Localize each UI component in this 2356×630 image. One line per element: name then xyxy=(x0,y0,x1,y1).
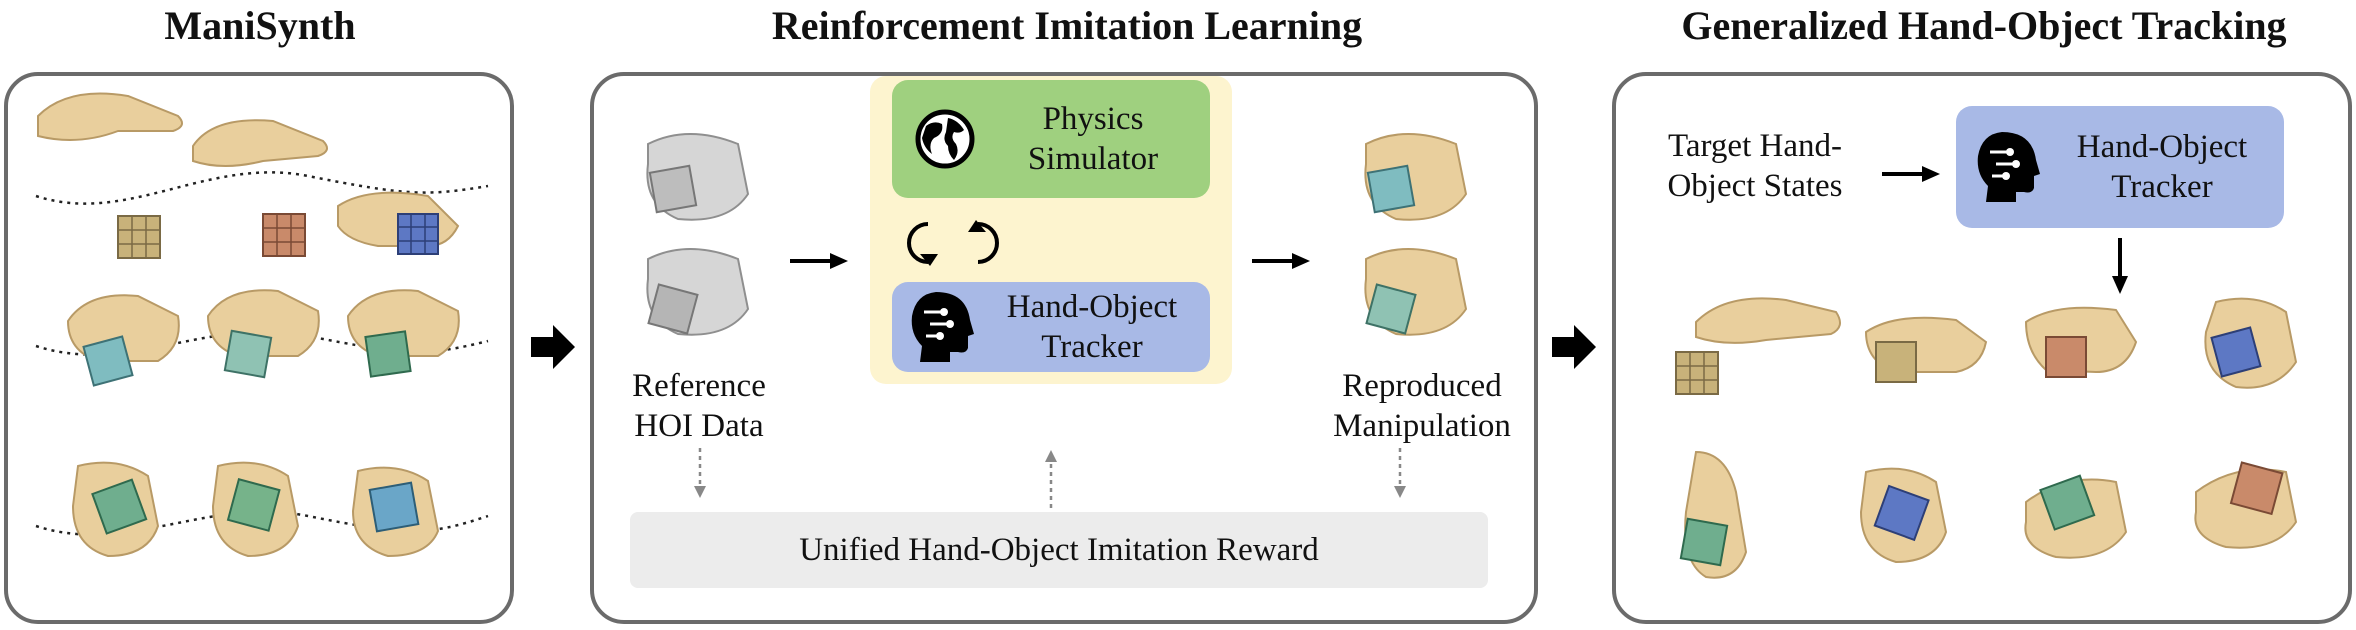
tracker-box: Hand-Object Tracker xyxy=(892,282,1210,372)
down-arrow-icon xyxy=(2112,238,2128,294)
tracker-right-line1: Hand-Object xyxy=(2076,129,2248,165)
hand-grasp-icon xyxy=(1364,248,1468,336)
reward-label: Unified Hand-Object Imitation Reward xyxy=(799,532,1319,568)
right-arrow-icon xyxy=(790,253,848,269)
brain-head-icon xyxy=(1977,132,2040,202)
target-line2: Object States xyxy=(1667,168,1843,204)
physics-simulator-box: Physics Simulator xyxy=(892,80,1210,198)
hand-grasp-icon xyxy=(1864,316,1988,383)
physics-simulator-text: Physics Simulator xyxy=(976,99,1210,179)
reference-label-line1: Reference xyxy=(632,368,766,404)
manisynth-panel xyxy=(4,72,514,624)
up-arrow-icon xyxy=(1045,450,1057,508)
reproduced-manipulation-label: Reproduced Manipulation xyxy=(1322,366,1522,446)
tracking-title: Generalized Hand-Object Tracking xyxy=(1681,3,2287,48)
tracker-line1: Hand-Object xyxy=(1006,289,1178,325)
right-arrow-icon xyxy=(1552,325,1596,369)
reference-hoi-images xyxy=(646,133,750,336)
hand-grasp-icon xyxy=(1364,133,1468,221)
simulator-line2: Simulator xyxy=(1027,141,1159,177)
ril-title: Reinforcement Imitation Learning xyxy=(771,3,1363,48)
reproduced-manipulation-images xyxy=(1364,133,1468,336)
ril-panel: Reference HOI Data Physics Simulator xyxy=(590,72,1538,624)
cube-icon xyxy=(117,215,161,259)
brain-head-icon xyxy=(911,292,974,362)
right-arrow-icon xyxy=(531,325,575,369)
simulator-line1: Physics xyxy=(1042,101,1144,137)
hand-icon xyxy=(192,119,328,167)
target-line1: Target Hand- xyxy=(1668,128,1842,164)
tracker-text: Hand-Object Tracker xyxy=(974,287,1210,367)
cycle-arrows-icon xyxy=(907,220,999,266)
hand-grasp-icon xyxy=(206,289,320,379)
tracker-box-right: Hand-Object Tracker xyxy=(1956,106,2284,228)
reward-connectors xyxy=(694,448,1406,508)
manisynth-title: ManiSynth xyxy=(164,3,356,48)
hand-grasp-icon xyxy=(346,289,460,378)
hand-grasp-icon xyxy=(2204,297,2298,389)
hand-grasp-icon xyxy=(646,133,750,221)
tracking-panel: Target Hand- Object States Hand-Object T… xyxy=(1612,72,2352,624)
hand-grasp-icon xyxy=(2024,306,2138,378)
cube-icon xyxy=(1675,351,1719,395)
hand-icon xyxy=(1695,297,1841,344)
right-arrow-icon xyxy=(1882,166,1940,182)
tracker-right-text: Hand-Object Tracker xyxy=(2040,127,2284,207)
hand-grasp-icon xyxy=(211,461,300,558)
down-arrow-icon xyxy=(1394,448,1406,498)
cube-icon xyxy=(397,213,439,255)
hand-grasp-icon xyxy=(66,294,180,387)
reference-hoi-label: Reference HOI Data xyxy=(604,366,794,446)
target-states-label: Target Hand- Object States xyxy=(1640,126,1870,206)
hand-icon xyxy=(37,92,183,141)
reproduced-label-line1: Reproduced xyxy=(1342,368,1502,404)
reward-bar: Unified Hand-Object Imitation Reward xyxy=(630,512,1488,588)
hand-grasp-icon xyxy=(1859,467,1948,564)
hand-grasp-icon xyxy=(2024,474,2128,559)
cube-icon xyxy=(262,213,306,257)
tracker-right-line2: Tracker xyxy=(2111,169,2213,205)
down-arrow-icon xyxy=(694,448,706,498)
manisynth-trajectories xyxy=(35,92,489,558)
hand-grasp-icon xyxy=(351,466,440,558)
right-arrow-icon xyxy=(1252,253,1310,269)
hand-grasp-icon xyxy=(1679,450,1748,579)
hand-grasp-icon xyxy=(71,461,160,558)
hand-grasp-icon xyxy=(2194,461,2298,549)
tracking-results-grid xyxy=(1675,297,2298,579)
hand-grasp-icon xyxy=(646,248,750,336)
reference-label-line2: HOI Data xyxy=(634,408,764,444)
tracker-line2: Tracker xyxy=(1041,329,1143,365)
globe-icon xyxy=(915,109,975,169)
reproduced-label-line2: Manipulation xyxy=(1333,408,1511,444)
